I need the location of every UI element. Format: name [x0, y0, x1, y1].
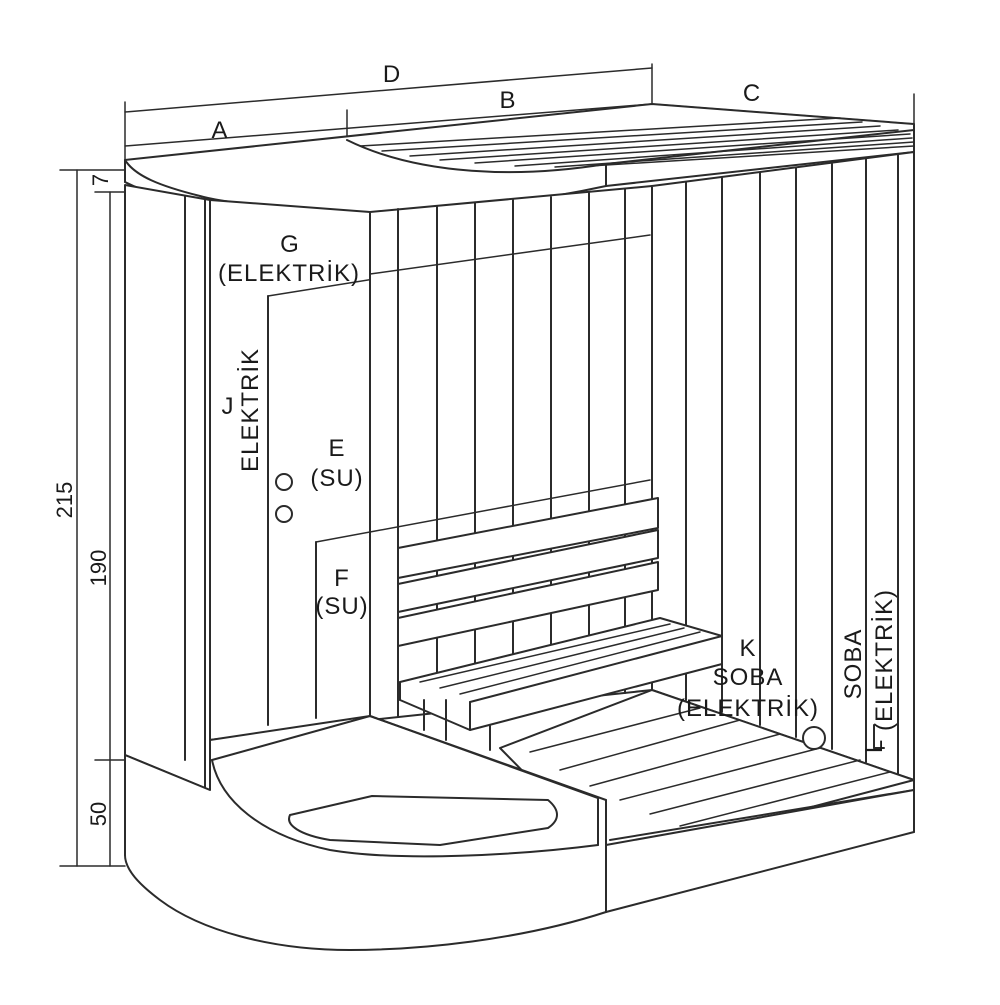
heater-outlet-icon: [802, 726, 826, 750]
label-f-sub: (SU): [315, 593, 368, 620]
water-outlet-lower-icon: [275, 505, 293, 523]
label-l-sub1: SOBA: [840, 629, 867, 700]
label-l-letter: L: [861, 739, 888, 753]
dim-a-label: A: [211, 117, 228, 144]
dim-7-label: 7: [88, 174, 113, 186]
dim-50-label: 50: [86, 802, 111, 826]
dim-c-label: C: [743, 80, 761, 107]
label-g-letter: G: [280, 231, 300, 258]
left-side-panel: [124, 184, 211, 791]
dim-215-label: 215: [52, 482, 77, 519]
base-plinth: [124, 715, 915, 951]
label-j-letter: J: [222, 393, 235, 420]
sauna-bench: [397, 497, 723, 751]
label-k-letter: K: [739, 635, 756, 662]
ceiling-slab: [124, 103, 915, 213]
fixtures: [275, 473, 885, 750]
label-e-sub: (SU): [310, 465, 363, 492]
left-dimension-lines: [59, 169, 126, 867]
label-f-letter: F: [334, 565, 350, 592]
label-l-sub2: (ELEKTRİK): [871, 589, 898, 731]
label-k-sub2: (ELEKTRİK): [677, 695, 819, 722]
dim-b-label: B: [499, 87, 516, 114]
dim-d-label: D: [383, 61, 401, 88]
sauna-right-wall: [651, 151, 915, 833]
label-k-sub1: SOBA: [713, 664, 784, 691]
water-outlet-upper-icon: [275, 473, 293, 491]
dim-190-label: 190: [86, 550, 111, 587]
label-j-sub: ELEKTRİK: [237, 348, 264, 472]
label-e-letter: E: [328, 435, 345, 462]
label-g-sub: (ELEKTRİK): [218, 260, 360, 287]
